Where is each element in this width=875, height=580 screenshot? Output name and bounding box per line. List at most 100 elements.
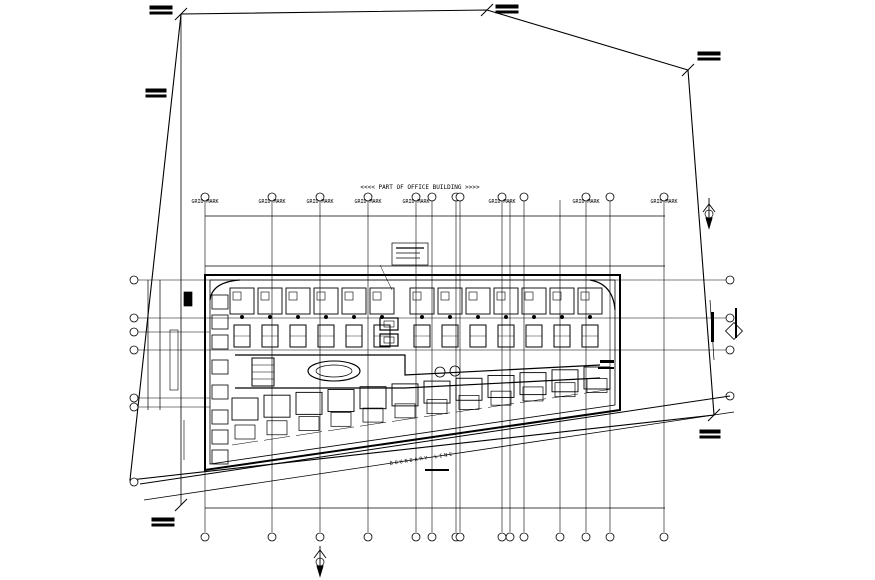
- room: [409, 287, 435, 315]
- grid-bubble-top: [411, 192, 421, 202]
- room-wall: [327, 426, 355, 432]
- room-wall: [583, 389, 611, 394]
- room: [577, 287, 603, 315]
- room-marker: [352, 315, 356, 319]
- room: [359, 386, 387, 410]
- room: [583, 366, 611, 390]
- grid-bubble-bottom: [411, 532, 421, 542]
- room: [266, 420, 288, 436]
- grid-bubble-bottom: [505, 532, 515, 542]
- north-arrow-icon: [702, 198, 716, 230]
- grid-bubble-bottom: [427, 532, 437, 542]
- room-fixture: [496, 291, 506, 301]
- room: [211, 429, 229, 445]
- room: [490, 390, 512, 406]
- grid-bubble-bottom: [605, 532, 615, 542]
- room-fixture: [372, 291, 382, 301]
- grid-bubble-top: [581, 192, 591, 202]
- room: [465, 287, 491, 315]
- top-dimension-lines: [205, 215, 665, 509]
- drawing-title: <<<< PART OF OFFICE BUILDING >>>>: [360, 184, 480, 191]
- room-wall: [359, 421, 387, 427]
- room-fixture: [288, 291, 298, 301]
- room: [211, 409, 229, 425]
- room-marker: [504, 315, 508, 319]
- room-wall: [551, 393, 579, 399]
- room-marker: [532, 315, 536, 319]
- interior-rooms: [211, 287, 611, 465]
- grid-bubble-right: [725, 345, 735, 355]
- north-arrow-icon: [313, 546, 327, 578]
- survey-markers: [145, 3, 721, 527]
- grid-bubble-top: [363, 192, 373, 202]
- annotation-labels: [425, 308, 737, 471]
- grid-mark-label: GRID MARK: [354, 199, 381, 205]
- grid-mark-label: GRID MARK: [650, 199, 677, 205]
- grid-bubble-top: [455, 192, 465, 202]
- room: [231, 397, 259, 421]
- room: [298, 416, 320, 431]
- room: [554, 382, 576, 398]
- room-marker: [560, 315, 564, 319]
- room: [423, 380, 451, 404]
- room-fixture: [552, 291, 562, 301]
- room: [313, 287, 339, 315]
- room-wall: [263, 436, 291, 441]
- grid-mark-label: GRID MARK: [191, 199, 218, 205]
- room: [211, 384, 229, 400]
- room: [211, 314, 229, 330]
- room: [211, 334, 229, 350]
- grid-bubble-left: [129, 477, 139, 487]
- grid-bubble-bottom: [497, 532, 507, 542]
- room: [257, 287, 283, 315]
- room: [211, 359, 229, 375]
- grid-bubble-left: [129, 345, 139, 355]
- room-fixture: [316, 291, 326, 301]
- room: [327, 389, 355, 412]
- room-marker: [268, 315, 272, 319]
- room-marker: [420, 315, 424, 319]
- room: [521, 287, 547, 315]
- room-fixture: [260, 291, 270, 301]
- room: [391, 383, 419, 407]
- grid-bubble-left: [129, 402, 139, 412]
- room-marker: [296, 315, 300, 319]
- grid-bubble-left: [129, 313, 139, 323]
- room-fixture: [468, 291, 478, 301]
- room-fixture: [580, 291, 590, 301]
- room: [330, 411, 352, 427]
- grid-bubble-bottom: [581, 532, 591, 542]
- room: [362, 407, 384, 423]
- room-wall: [231, 440, 259, 446]
- room: [426, 399, 448, 414]
- room-marker: [476, 315, 480, 319]
- grid-bubble-bottom: [659, 532, 669, 542]
- grid-bubble-bottom: [267, 532, 277, 542]
- room-fixture: [344, 291, 354, 301]
- room-fixture: [440, 291, 450, 301]
- grid-bubble-bottom: [363, 532, 373, 542]
- site-boundary: [129, 9, 715, 505]
- room: [437, 287, 463, 315]
- room: [394, 403, 416, 419]
- grid-mark-label: GRID MARK: [258, 199, 285, 205]
- grid-bubble-bottom: [200, 532, 210, 542]
- room: [493, 287, 519, 315]
- room-wall: [295, 431, 323, 436]
- room: [522, 386, 544, 402]
- grid-bubble-right: [725, 313, 735, 323]
- grid-bubble-bottom: [455, 532, 465, 542]
- room: [234, 424, 256, 440]
- room: [455, 377, 483, 401]
- grid-bubble-top: [200, 192, 210, 202]
- grid-mark-label: GRID MARK: [402, 199, 429, 205]
- room-fixture: [232, 291, 242, 301]
- grid-bubble-bottom: [519, 532, 529, 542]
- room: [211, 449, 229, 465]
- room-note-box: [379, 242, 429, 291]
- room: [295, 391, 323, 415]
- grid-bubble-left: [129, 393, 139, 403]
- room: [487, 374, 515, 398]
- grid-bubble-top: [497, 192, 507, 202]
- room-wall: [391, 417, 419, 422]
